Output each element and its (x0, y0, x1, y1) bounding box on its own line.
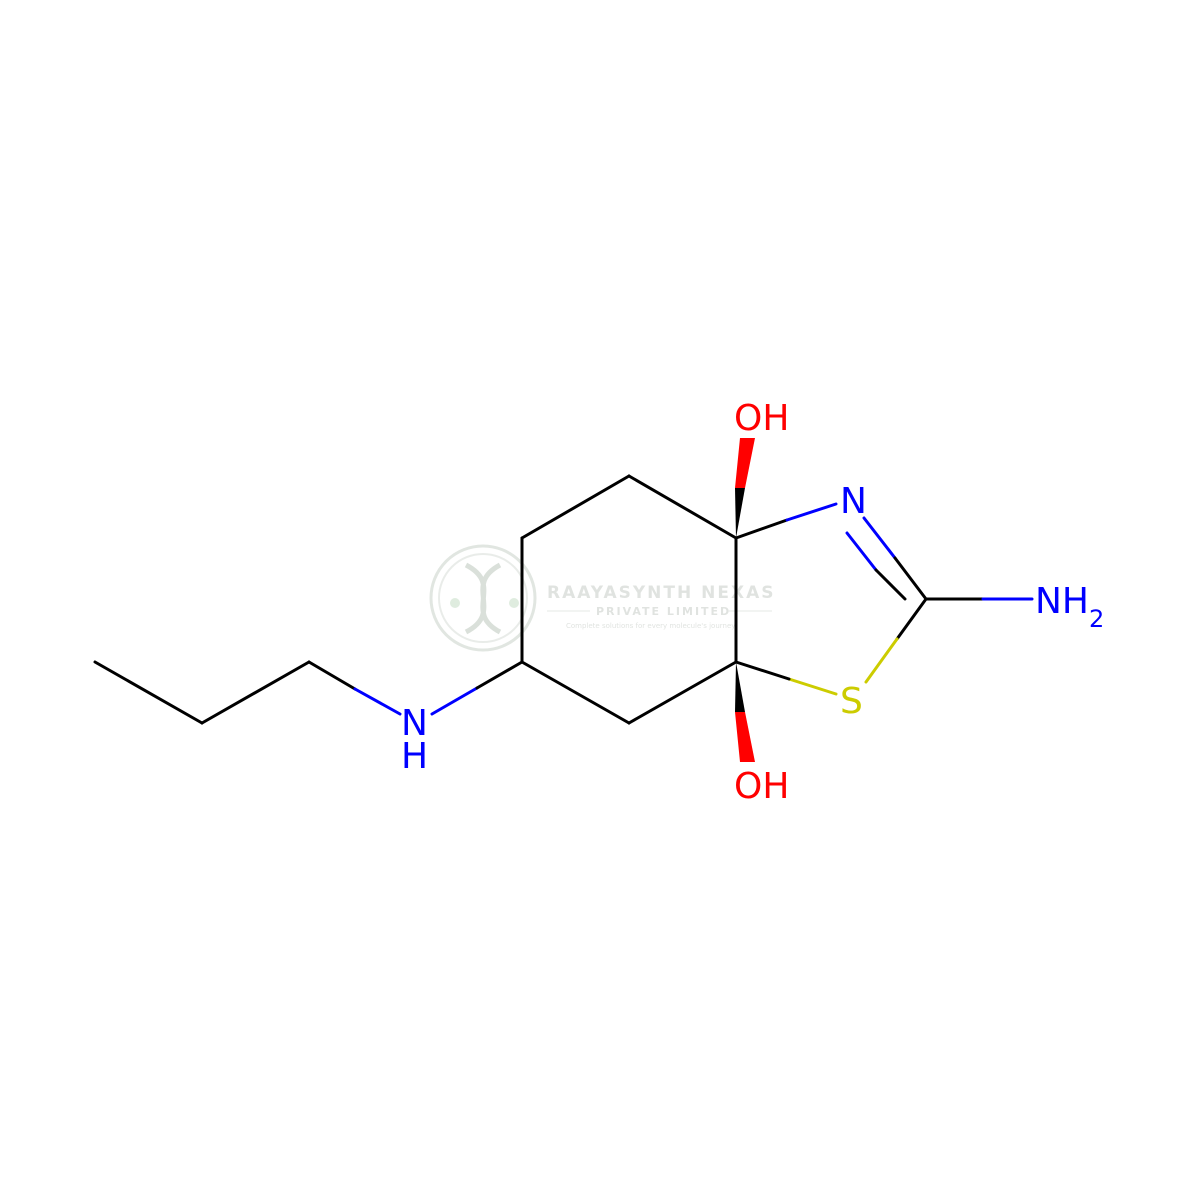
atom-nh2-main: NH (1035, 581, 1089, 622)
bond-ring-2 (520, 474, 631, 540)
bond-propyl-1 (93, 660, 204, 725)
watermark-logo-ring-inner (438, 553, 528, 643)
bond-n-c-double-b1 (845, 531, 878, 572)
wedge-bond-bottom-red (735, 712, 755, 762)
watermark-subtitle: PRIVATE LIMITED (596, 605, 731, 618)
atom-oh-top: OH (734, 398, 789, 439)
bond-c-n-a (734, 518, 789, 540)
atom-oh-bottom: OH (734, 766, 789, 807)
atom-amine-h: H (401, 736, 428, 777)
bond-s-c-b (734, 660, 791, 681)
watermark-dot-icon (509, 598, 519, 608)
watermark: RAAYASYNTH NEXAS PRIVATE LIMITED Complet… (429, 544, 776, 652)
watermark-company: RAAYASYNTH NEXAS (547, 583, 776, 603)
wedge-bond-top-black (735, 488, 745, 538)
bond-c-n-b (785, 502, 838, 522)
atom-amine-n: N (401, 703, 428, 744)
atom-ring-n: N (840, 481, 867, 522)
wedge-bond-bottom-black (735, 662, 745, 712)
watermark-tagline: Complete solutions for every molecule's … (566, 622, 735, 630)
bond-propyl-2 (200, 660, 311, 725)
bond-ring-5 (627, 660, 738, 725)
bond-propyl-3b (353, 687, 402, 716)
wedge-bond-top-red (735, 438, 755, 488)
bond-s-c-a (787, 677, 838, 696)
bond-n-c-double-b2 (874, 568, 907, 601)
watermark-dot-icon (450, 598, 460, 608)
bond-c-s-a (895, 597, 928, 641)
bond-n-c-double-a1 (862, 516, 897, 560)
bonds (93, 474, 1034, 725)
bond-propyl-3a (307, 660, 357, 691)
atom-nh2-sub: 2 (1089, 605, 1104, 633)
bond-ring-3 (627, 474, 738, 540)
watermark-logo-icon (429, 544, 537, 652)
bond-nh-ring-b (475, 660, 524, 690)
atom-nh2: NH2 (1035, 581, 1104, 633)
watermark-dna-icon (464, 562, 502, 635)
bond-nh-ring-a (430, 686, 479, 716)
atom-ring-s: S (840, 681, 863, 722)
bond-n-c-double-a2 (893, 556, 928, 601)
bond-c-s-b (864, 637, 899, 684)
bond-ring-6 (520, 660, 631, 725)
